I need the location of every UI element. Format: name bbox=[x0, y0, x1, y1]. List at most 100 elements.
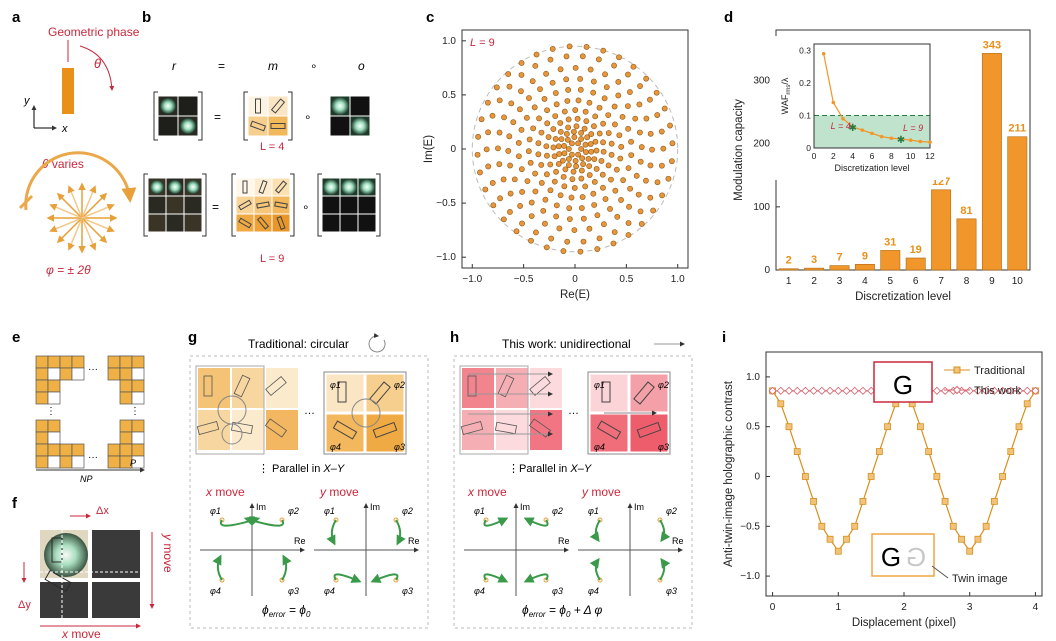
constellation-point bbox=[510, 119, 517, 126]
constellation-point bbox=[620, 177, 627, 184]
tile-cell bbox=[496, 368, 528, 408]
panel-d: d 01002003002132739431519612778183439211… bbox=[724, 9, 1031, 303]
magnified-fin bbox=[372, 421, 398, 439]
thiswork-marker bbox=[834, 386, 843, 395]
g-ymove-label: y move bbox=[319, 485, 359, 499]
x-tick-label: 4 bbox=[1033, 602, 1039, 613]
constellation-point bbox=[475, 133, 481, 140]
constellation-point bbox=[571, 134, 578, 141]
lattice-cell bbox=[47, 367, 61, 381]
glow-spot bbox=[44, 533, 88, 577]
constellation-point bbox=[578, 175, 585, 182]
m-bracket-L4-right bbox=[288, 91, 293, 141]
lattice-cell bbox=[107, 355, 121, 369]
inset-y-tick: 0.1 bbox=[799, 111, 811, 121]
constellation-point bbox=[577, 248, 584, 255]
m-fin bbox=[249, 120, 267, 132]
G-inset-frame bbox=[873, 361, 933, 403]
inset-point bbox=[870, 131, 874, 136]
phasor-label: φ3 bbox=[288, 586, 299, 596]
constellation-point bbox=[612, 121, 618, 128]
fin-f2 bbox=[44, 569, 72, 593]
phasor-move-arrow bbox=[370, 573, 399, 583]
traditional-marker bbox=[925, 448, 933, 455]
constellation-point bbox=[538, 129, 545, 136]
lattice-cell bbox=[119, 431, 133, 445]
constellation-point bbox=[613, 166, 620, 173]
constellation-point bbox=[593, 166, 600, 172]
constellation-point bbox=[608, 176, 614, 183]
r-cell-L9 bbox=[183, 213, 203, 233]
constellation-point bbox=[564, 98, 571, 104]
constellation-point bbox=[612, 187, 619, 194]
constellation-point bbox=[579, 155, 586, 162]
magnified-phi-label: φ1 bbox=[594, 380, 605, 390]
m-cell-L9 bbox=[271, 213, 291, 233]
ymove-label: y move bbox=[161, 533, 175, 573]
constellation-point bbox=[535, 140, 542, 147]
magnified-fin bbox=[337, 381, 347, 403]
bar-value-label: 343 bbox=[983, 39, 1001, 51]
r-cell-L9 bbox=[147, 195, 167, 215]
constellation-point bbox=[543, 171, 550, 178]
m-fin-L9 bbox=[274, 201, 288, 209]
panel-f: f Δx Δy y move x move bbox=[12, 495, 175, 641]
constellation-point bbox=[525, 148, 532, 155]
constellation-point bbox=[596, 104, 603, 111]
lattice-cell bbox=[119, 419, 133, 433]
lattice-cell bbox=[47, 455, 61, 469]
phasor-label: φ1 bbox=[474, 506, 485, 516]
panel-f-label: f bbox=[12, 495, 18, 512]
constellation-point bbox=[553, 101, 560, 108]
constellation-point bbox=[590, 89, 597, 96]
constellation-point bbox=[547, 187, 554, 194]
m-fin bbox=[270, 123, 286, 129]
m-fin-L9 bbox=[238, 199, 252, 211]
constellation-point bbox=[537, 86, 543, 93]
circular-icon bbox=[368, 333, 386, 353]
re-label: Re bbox=[672, 536, 684, 546]
inset-y-tick: 0 bbox=[806, 143, 811, 153]
m-fin bbox=[270, 98, 286, 114]
inset-marker-label: L = 4 bbox=[831, 121, 851, 131]
constellation-point bbox=[578, 130, 585, 136]
x-tick-label: 1 bbox=[836, 602, 842, 613]
phasor-label: φ2 bbox=[402, 506, 413, 516]
constellation-point bbox=[577, 86, 584, 93]
constellation-point bbox=[496, 129, 503, 136]
circular-path bbox=[221, 423, 243, 445]
legend-marker bbox=[953, 366, 961, 374]
lattice-cell bbox=[47, 431, 61, 445]
constellation-point bbox=[553, 213, 560, 220]
m-fin-L9 bbox=[238, 217, 252, 229]
phasor-move-arrow bbox=[483, 517, 509, 527]
constellation-point bbox=[527, 159, 534, 166]
inset-x-tick: 6 bbox=[870, 151, 875, 161]
constellation-point bbox=[542, 220, 548, 227]
constellation-point bbox=[605, 112, 612, 119]
constellation-point bbox=[518, 126, 525, 133]
constellation-point bbox=[605, 162, 612, 169]
constellation-point bbox=[628, 152, 635, 159]
traditional-marker bbox=[1007, 448, 1015, 455]
traditional-marker bbox=[990, 497, 998, 505]
constellation-point bbox=[564, 136, 571, 143]
lattice-cell bbox=[119, 367, 133, 381]
x-tick-label: 2 bbox=[811, 276, 817, 287]
constellation-point bbox=[588, 131, 595, 137]
tile-fin bbox=[460, 421, 484, 435]
cell-br bbox=[92, 582, 140, 618]
constellation-point bbox=[564, 238, 571, 245]
phasor-label: φ3 bbox=[402, 586, 413, 596]
constellation-point bbox=[600, 47, 607, 54]
lattice-cell bbox=[131, 443, 145, 457]
magnified-fin bbox=[601, 381, 611, 403]
eq-L9: = bbox=[212, 200, 219, 214]
m-fin bbox=[255, 98, 261, 114]
constellation-point bbox=[616, 54, 622, 61]
y-tick-label: −1.0 bbox=[436, 252, 456, 263]
magnified-cell bbox=[629, 413, 669, 453]
constellation-point bbox=[616, 132, 623, 139]
